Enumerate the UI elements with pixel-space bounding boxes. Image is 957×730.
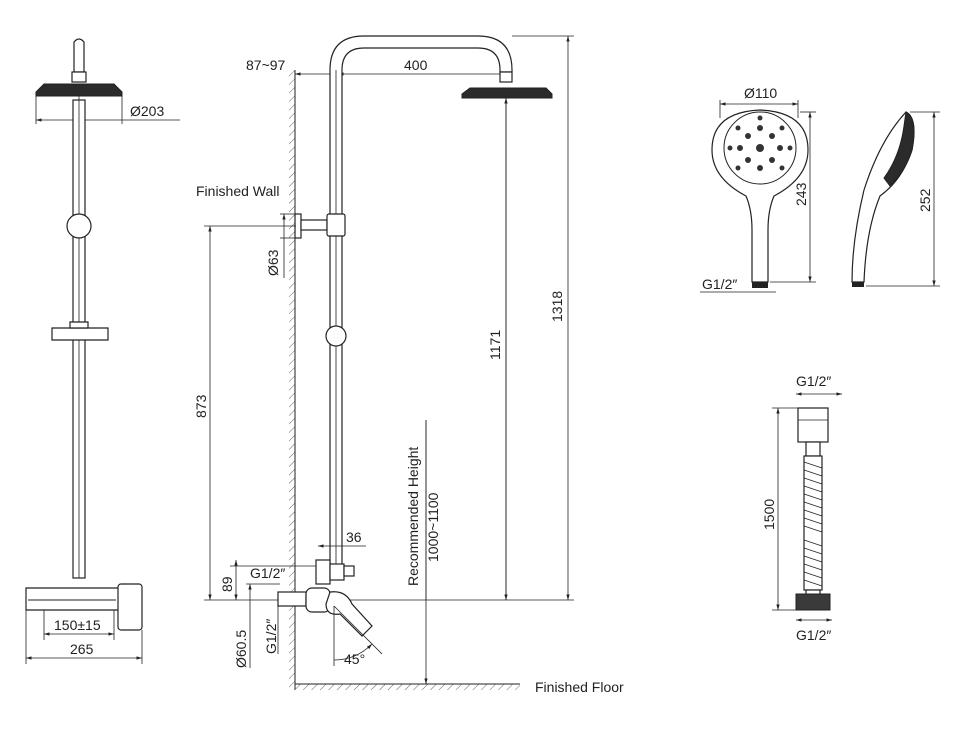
dim-60-5-label: Ø60.5 xyxy=(233,630,249,668)
height-1171-label: 1171 xyxy=(487,330,503,360)
wall-bracket xyxy=(66,213,92,239)
hand-length-side-label: 252 xyxy=(917,188,933,212)
finished-wall-label: Finished Wall xyxy=(196,183,280,199)
wall-offset-label: 87~97 xyxy=(246,57,286,73)
angle-label: 45° xyxy=(344,651,365,667)
hose-nut-bottom xyxy=(795,593,831,611)
centers-label: 150±15 xyxy=(54,617,101,633)
hand-length-front-label: 243 xyxy=(793,182,809,206)
height-1318-label: 1318 xyxy=(549,291,565,322)
hand-diameter-label: Ø110 xyxy=(744,85,777,101)
dim-89-label: 89 xyxy=(219,576,235,592)
bracket-diameter-label: Ø63 xyxy=(265,249,281,276)
valve-lever xyxy=(325,591,373,637)
hose-nut-top xyxy=(797,407,829,443)
hose-thread-bottom-label: G1/2″ xyxy=(796,627,831,643)
hose: G1/2″ G1/2″ 1500 xyxy=(761,373,842,643)
spray-nozzles xyxy=(727,115,793,171)
head-diameter-label: Ø203 xyxy=(130,103,164,119)
height-873-label: 873 xyxy=(193,394,209,418)
front-view: Ø203 150±15 265 xyxy=(25,38,180,664)
slide-bar-holder xyxy=(51,327,109,341)
hand-thread-label: G1/2″ xyxy=(702,276,737,292)
rain-shower-head xyxy=(35,83,123,97)
hose-length-label: 1500 xyxy=(761,499,777,530)
arm-length-label: 400 xyxy=(404,57,428,73)
hand-shower-front: Ø110 243 G1/2″ xyxy=(700,85,816,293)
hand-shower-side: 252 xyxy=(851,111,940,287)
thread-top-label: G1/2″ xyxy=(250,565,285,581)
dim-36-label: 36 xyxy=(346,529,362,545)
gooseneck-arm xyxy=(329,35,513,579)
width-label: 265 xyxy=(70,641,94,657)
rain-shower-head-side xyxy=(461,87,553,99)
recommended-range-label: 1000~1100 xyxy=(425,492,441,562)
thread-side-label: G1/2″ xyxy=(263,619,279,654)
recommended-height-label: Recommended Height xyxy=(405,447,421,586)
finished-floor-label: Finished Floor xyxy=(535,679,624,695)
side-view: Finished Floor Finished Wall 87~97 400 Ø… xyxy=(193,35,624,695)
hose-thread-top-label: G1/2″ xyxy=(796,373,831,389)
